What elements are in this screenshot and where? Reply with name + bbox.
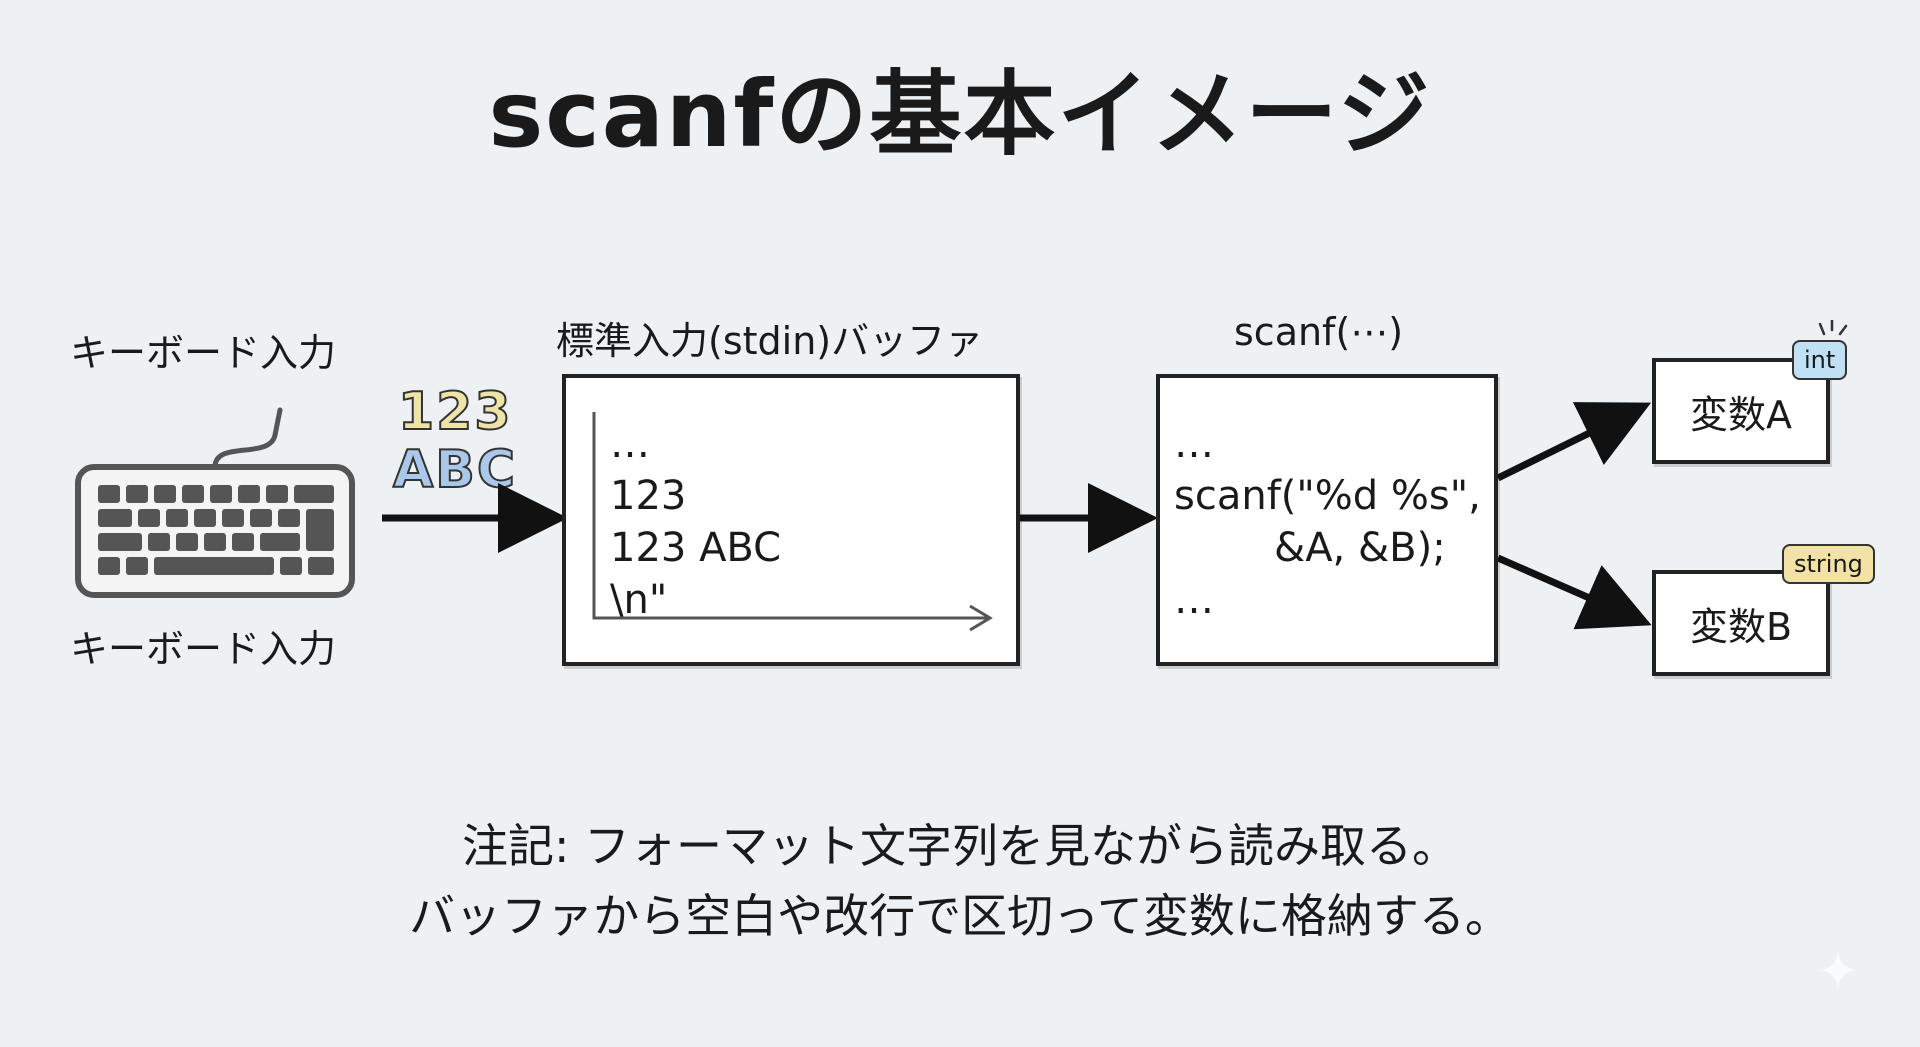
input-text-abc: ABC	[392, 439, 518, 501]
keyboard-label-bottom: キーボード入力	[70, 627, 337, 671]
scanf-line: &A, &B);	[1274, 525, 1446, 571]
type-tag-string: string	[1782, 544, 1875, 584]
buffer-line: 123 ABC	[610, 525, 782, 571]
buffer-line: \n"	[610, 577, 668, 623]
note-line-2: バッファから空白や改行で区切って変数に格納する。	[409, 889, 1511, 943]
scanf-line: scanf("%d %s",	[1174, 473, 1481, 519]
sparkle-icon	[1818, 320, 1848, 336]
watermark-sparkle-icon	[1820, 952, 1856, 988]
scanf-code-box: … scanf("%d %s", &A, &B); …	[1156, 374, 1498, 666]
note-line-1: 注記: フォーマット文字列を見ながら読み取る。	[461, 819, 1459, 873]
buffer-line: …	[610, 421, 650, 467]
scanf-line: …	[1174, 421, 1214, 467]
input-text-123: 123	[397, 381, 513, 443]
keyboard-label-top: キーボード入力	[70, 331, 337, 375]
variable-b-box: 変数B	[1652, 570, 1830, 676]
stdin-buffer-box: … 123 123 ABC \n"	[562, 374, 1020, 666]
scanf-line: …	[1174, 577, 1214, 623]
buffer-axis-arrow	[592, 412, 993, 632]
buffer-line: 123	[610, 473, 687, 519]
keyboard-icon	[75, 407, 355, 598]
buffer-label: 標準入力(stdin)バッファ	[556, 319, 984, 363]
arrow-scanf-to-var-a	[1496, 402, 1652, 482]
scanf-label: scanf(⋯)	[1234, 310, 1404, 354]
arrow-scanf-to-var-b	[1496, 554, 1652, 630]
type-tag-int: int	[1792, 340, 1848, 380]
variable-b-name: 変数B	[1689, 604, 1793, 649]
variable-a-name: 変数A	[1690, 392, 1792, 437]
page-title: scanfの基本イメージ	[488, 61, 1432, 168]
